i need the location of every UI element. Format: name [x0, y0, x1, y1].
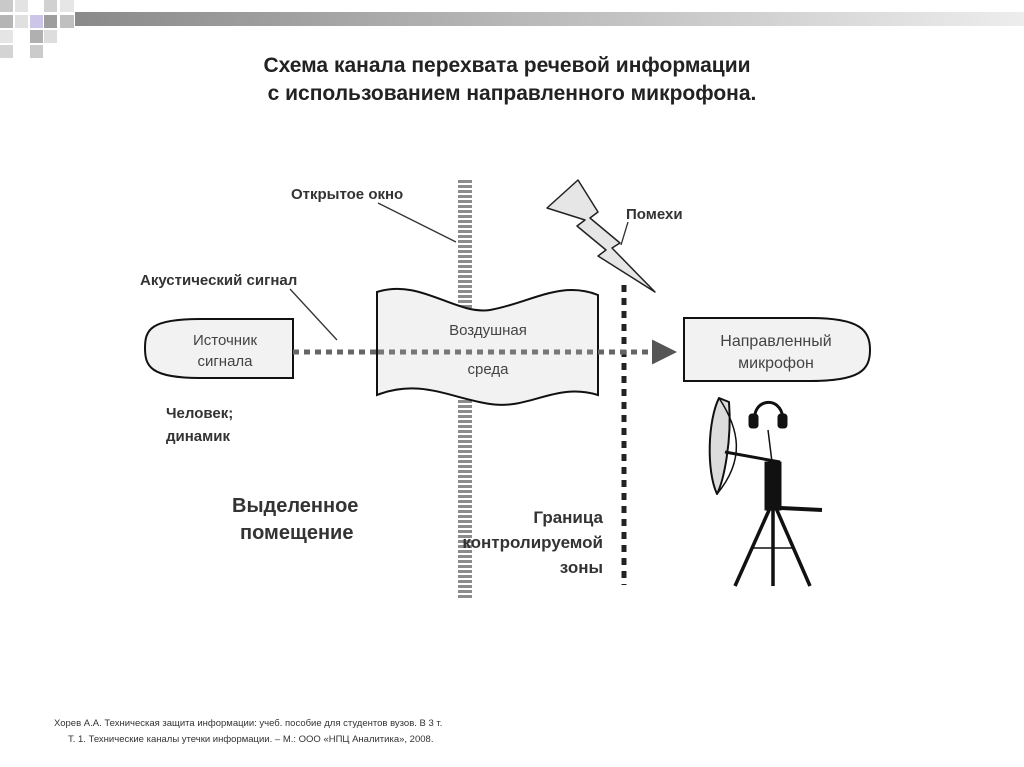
room-label-line-2: помещение — [240, 522, 353, 544]
page-title: Схема канала перехвата речевой информаци… — [0, 52, 1024, 108]
directional-microphone-shape — [683, 317, 872, 382]
interference-leader — [620, 221, 629, 246]
border-label-line-3: зоны — [560, 558, 603, 577]
person-label-line-1: Человек; — [166, 405, 233, 422]
tripod-icon — [733, 461, 823, 587]
open-window-label: Открытое окно — [291, 186, 403, 203]
parabolic-microphone-icon — [708, 397, 823, 587]
dish-arm — [724, 450, 781, 464]
lightning-icon — [546, 179, 656, 293]
microphone-label-line-2: микрофон — [738, 355, 814, 372]
citation: Хорев А.А. Техническая защита информации… — [54, 716, 442, 748]
header-decoration — [0, 0, 1024, 58]
air-medium-shape — [376, 287, 599, 406]
person-label-line-2: динамик — [166, 428, 230, 445]
open-window-leader — [377, 202, 457, 243]
citation-line-1: Хорев А.А. Техническая защита информации… — [54, 718, 443, 729]
acoustic-signal-label: Акустический сигнал — [140, 272, 297, 289]
title-line-1: Схема канала перехвата речевой информаци… — [263, 54, 751, 77]
interference-label: Помехи — [626, 206, 683, 223]
headphones-icon — [748, 400, 788, 463]
microphone-label-line-1: Направленный — [720, 333, 831, 350]
source-label-line-1: Источник — [193, 332, 257, 349]
title-line-2: с использованием направленного микрофона… — [267, 82, 757, 105]
room-label-line-1: Выделенное — [232, 495, 358, 517]
source-label-line-2: сигнала — [197, 353, 253, 370]
signal-source-shape — [143, 318, 294, 379]
border-label-line-2: контролируемой — [462, 533, 603, 552]
air-medium-label-line-1: Воздушная — [449, 322, 527, 339]
border-label-line-1: Граница — [533, 508, 603, 527]
acoustic-signal-leader — [289, 288, 338, 341]
citation-line-2: Т. 1. Технические каналы утечки информац… — [68, 734, 434, 745]
air-medium-label-line-2: среда — [468, 361, 510, 378]
dish-rim — [716, 397, 738, 495]
